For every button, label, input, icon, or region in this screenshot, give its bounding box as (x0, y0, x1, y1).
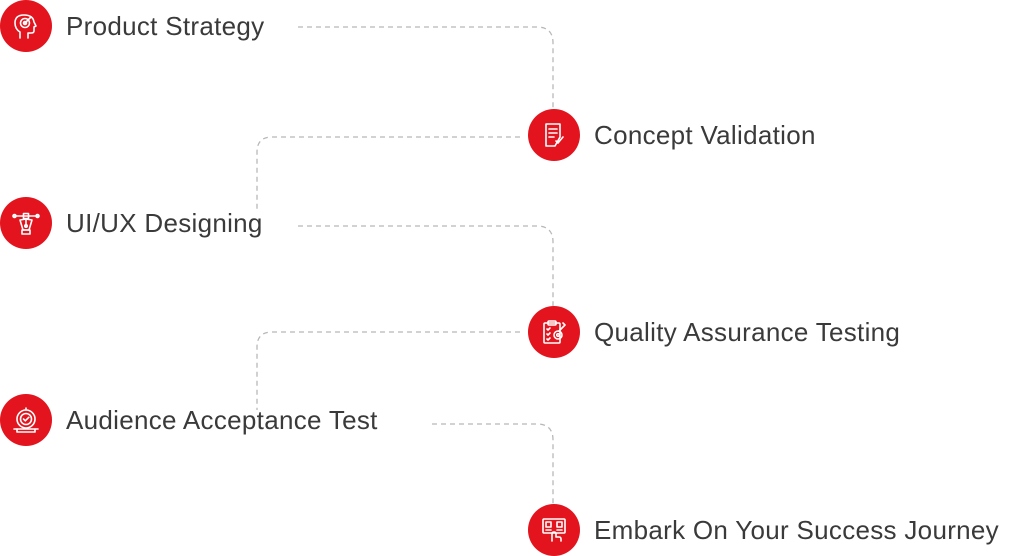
step-audience-acceptance-test: Audience Acceptance Test (0, 394, 378, 446)
connector-1-2 (298, 26, 554, 108)
step-concept-validation: Concept Validation (528, 109, 816, 161)
target-head-icon (14, 14, 37, 39)
step-badge (0, 197, 52, 249)
step-quality-assurance-testing: Quality Assurance Testing (528, 306, 900, 358)
step-label: Product Strategy (66, 10, 265, 41)
connector-4-5 (256, 331, 520, 410)
step-label: Concept Validation (594, 119, 816, 150)
step-embark-success-journey: Embark On Your Success Journey (528, 504, 999, 556)
step-label: Quality Assurance Testing (594, 316, 901, 347)
step-label: UI/UX Designing (66, 207, 263, 238)
step-product-strategy: Product Strategy (0, 0, 264, 52)
connector-5-6 (432, 423, 554, 504)
step-badge (0, 0, 52, 52)
step-label: Embark On Your Success Journey (594, 514, 999, 545)
pen-tool-icon (12, 212, 40, 235)
success-journey-icon (542, 518, 566, 542)
step-label: Audience Acceptance Test (66, 404, 378, 435)
connector-2-3 (256, 136, 520, 212)
step-badge (528, 306, 580, 358)
step-badge (528, 504, 580, 556)
step-badge (528, 109, 580, 161)
connector-3-4 (298, 225, 554, 306)
step-badge (0, 394, 52, 446)
approval-badge-icon (13, 407, 39, 433)
document-check-icon (545, 123, 564, 147)
step-ui-ux-designing: UI/UX Designing (0, 197, 263, 249)
clipboard-gear-icon (543, 320, 566, 344)
